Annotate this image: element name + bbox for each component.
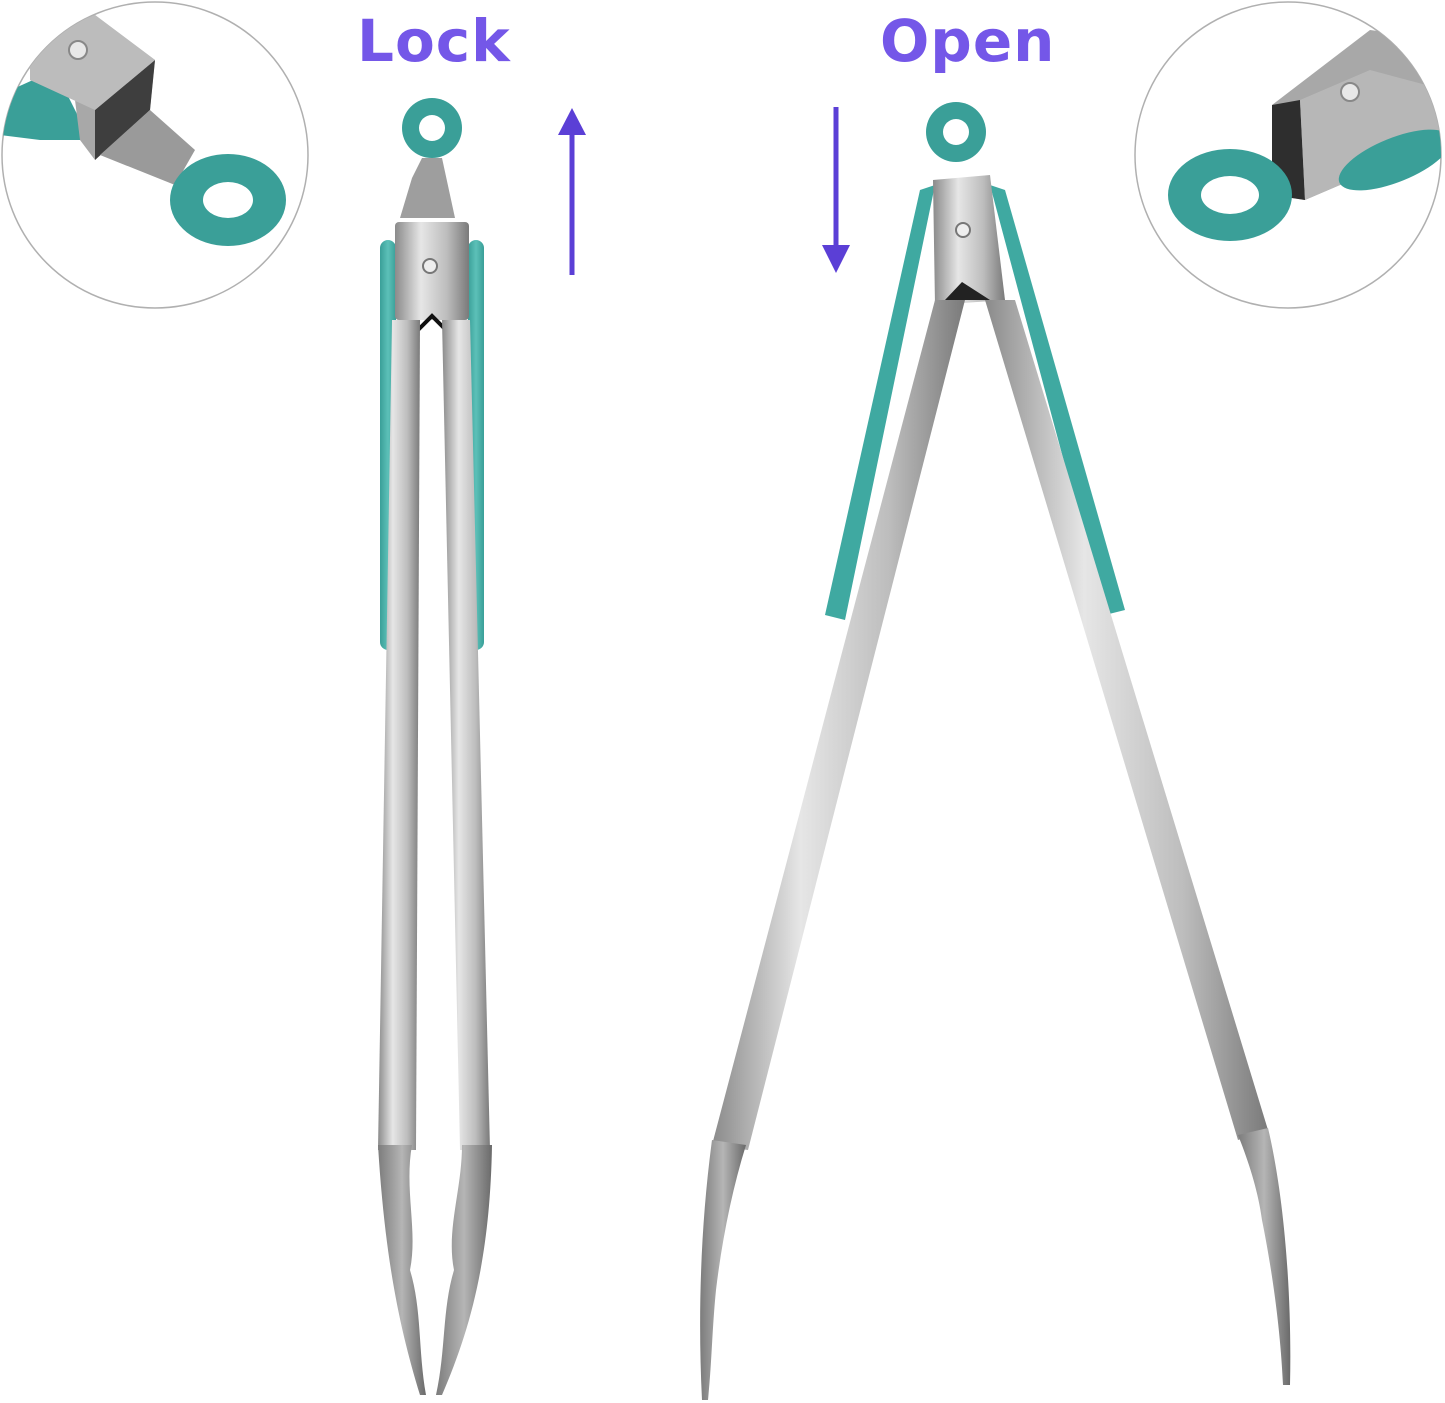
open-tongs <box>700 102 1291 1400</box>
lock-label: Lock <box>357 7 511 75</box>
open-label: Open <box>880 7 1056 75</box>
lock-arrow-up-icon <box>558 108 586 275</box>
lock-detail-inset <box>1 1 309 309</box>
open-arrow-down-icon <box>822 107 850 273</box>
locked-tongs <box>378 98 492 1395</box>
open-detail-inset <box>1134 1 1442 309</box>
